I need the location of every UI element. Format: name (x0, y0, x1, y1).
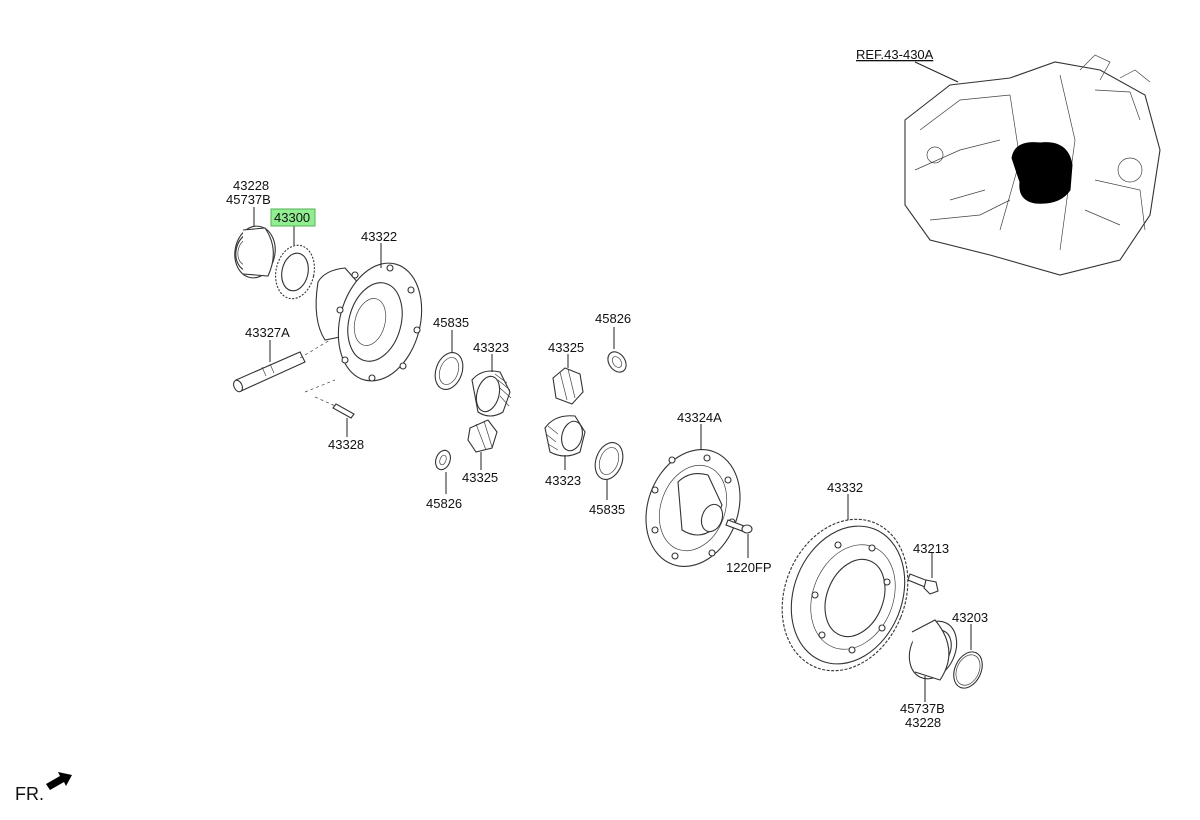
snap-ring[interactable] (948, 647, 988, 692)
ref-label[interactable]: REF.43-430A (856, 47, 934, 62)
label-45835-lower[interactable]: 45835 (589, 502, 625, 517)
pinion-gear-upper[interactable] (552, 367, 584, 405)
ring-gear-bolt[interactable] (907, 573, 939, 595)
label-45737b-right[interactable]: 45737B (900, 701, 945, 716)
label-45826-lower[interactable]: 45826 (426, 496, 462, 511)
label-43323-upper[interactable]: 43323 (473, 340, 509, 355)
label-43300[interactable]: 43300 (274, 210, 310, 225)
transmission-reference-illustration (904, 54, 1161, 276)
label-43332[interactable]: 43332 (827, 480, 863, 495)
label-43213[interactable]: 43213 (913, 541, 949, 556)
label-45826-upper[interactable]: 45826 (595, 311, 631, 326)
washer-upper[interactable] (430, 349, 467, 394)
highlight-43300[interactable] (270, 208, 316, 227)
lock-pin[interactable] (332, 403, 355, 419)
label-43228-left[interactable]: 43228 (233, 178, 269, 193)
label-43325-lower[interactable]: 43325 (462, 470, 498, 485)
pinion-gear-left[interactable] (467, 419, 498, 453)
front-direction-indicator: FR. (15, 772, 72, 804)
label-43327a[interactable]: 43327A (245, 325, 290, 340)
bearing-left[interactable] (231, 223, 279, 281)
label-45835-upper[interactable]: 45835 (433, 315, 469, 330)
label-43323-lower[interactable]: 43323 (545, 473, 581, 488)
bearing-right[interactable] (900, 614, 965, 687)
label-43228-right[interactable]: 43228 (905, 715, 941, 730)
label-43203[interactable]: 43203 (952, 610, 988, 625)
label-43324a[interactable]: 43324A (677, 410, 722, 425)
ref-leader (914, 61, 959, 83)
side-gear-lower[interactable] (544, 415, 586, 457)
label-43328[interactable]: 43328 (328, 437, 364, 452)
label-45737b-left[interactable]: 45737B (226, 192, 271, 207)
label-43325-upper[interactable]: 43325 (548, 340, 584, 355)
ring-gear[interactable] (760, 500, 930, 690)
pinion-shaft[interactable] (232, 351, 306, 393)
differential-case-upper[interactable] (315, 254, 434, 391)
differential-case-lower[interactable] (630, 436, 756, 580)
case-bolt[interactable] (725, 519, 753, 534)
washer-lower[interactable] (590, 439, 627, 484)
label-1220fp[interactable]: 1220FP (726, 560, 772, 575)
gear-ring-43300[interactable] (271, 242, 319, 303)
side-gear-upper[interactable] (471, 370, 512, 417)
front-label: FR. (15, 784, 44, 804)
label-43322[interactable]: 43322 (361, 229, 397, 244)
front-arrow-icon (46, 772, 72, 790)
thrust-washer-lower[interactable] (433, 448, 453, 472)
thrust-washer-upper[interactable] (604, 348, 630, 375)
